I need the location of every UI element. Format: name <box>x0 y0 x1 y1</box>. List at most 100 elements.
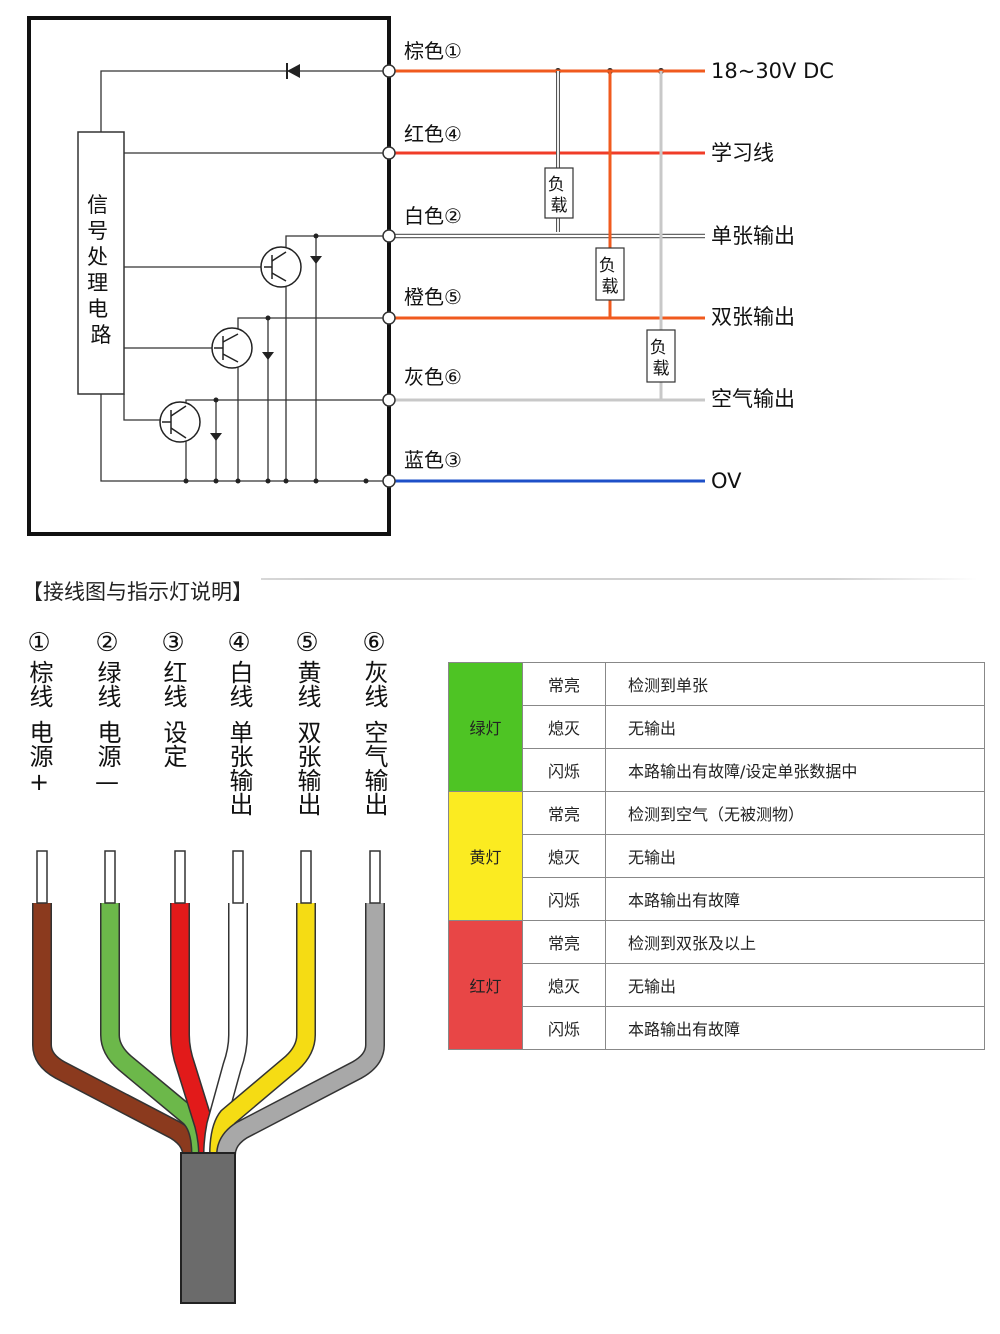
table-row: 熄灭 无输出 <box>449 834 985 878</box>
table-row: 绿灯 常亮 检测到单张 <box>448 662 985 792</box>
wire-function: 电源+ <box>25 720 53 796</box>
load-branch-orange <box>595 71 625 318</box>
wire-tip <box>369 850 381 904</box>
diode-icon <box>310 256 322 264</box>
state-cell: 常亮 <box>522 920 606 964</box>
led-cell-yellow: 黄灯 <box>448 791 523 921</box>
wire-function: 双张输出 <box>293 720 321 816</box>
wire-tip <box>104 850 116 904</box>
function-label: 单张输出 <box>711 224 795 248</box>
load-label: 负 载 <box>599 256 621 297</box>
wire-function: 电源— <box>93 720 121 796</box>
cable-wire-gray-fill <box>217 903 384 1156</box>
section-divider <box>22 578 977 580</box>
load-char: 载 <box>551 196 568 216</box>
table-row: 熄灭 无输出 <box>449 963 985 1007</box>
indicator-table: 绿灯 常亮 检测到单张 熄灭 无输出 闪烁 本路输出有故障/设定单张数据中 黄灯… <box>448 662 985 1050</box>
wire-number: ⑤ <box>295 628 319 658</box>
state-cell: 闪烁 <box>522 1006 606 1050</box>
table-row: 闪烁 本路输出有故障 <box>449 1006 985 1050</box>
function-label: OV <box>711 469 742 493</box>
wire-name: 黄线 <box>293 660 321 708</box>
wire-name: 棕线 <box>25 660 53 708</box>
desc-cell: 检测到单张 <box>605 662 985 706</box>
desc-cell: 无输出 <box>605 963 985 1007</box>
block-char: 信 <box>87 193 108 217</box>
terminal-label: 灰色⑥ <box>404 365 462 389</box>
table-row: 红灯 常亮 检测到双张及以上 <box>448 920 985 1050</box>
table-row: 黄灯 常亮 检测到空气（无被测物） <box>448 791 985 921</box>
wire-name: 白线 <box>225 660 253 708</box>
desc-cell: 本路输出有故障/设定单张数据中 <box>605 748 985 792</box>
load-label: 负 载 <box>650 338 672 379</box>
function-label: 双张输出 <box>711 305 795 329</box>
wire-label-1: ① 棕线 电源+ <box>21 628 57 796</box>
desc-cell: 本路输出有故障 <box>605 1006 985 1050</box>
desc-cell: 检测到空气（无被测物） <box>605 791 985 835</box>
wire-number: ② <box>95 628 119 658</box>
desc-cell: 无输出 <box>605 834 985 878</box>
transistor-icon <box>260 246 302 288</box>
wire-function: 单张输出 <box>225 720 253 816</box>
load-label: 负 载 <box>548 175 570 216</box>
load-char: 载 <box>602 277 619 297</box>
transistor-icon <box>159 401 201 443</box>
state-cell: 闪烁 <box>522 748 606 792</box>
section-title: 【接线图与指示灯说明】 <box>22 576 261 606</box>
internal-wiring <box>100 70 389 482</box>
function-label: 空气输出 <box>711 387 795 411</box>
desc-cell: 本路输出有故障 <box>605 877 985 921</box>
cable-jacket <box>180 1152 236 1304</box>
desc-cell: 检测到双张及以上 <box>605 920 985 964</box>
wire-number: ⑥ <box>362 628 386 658</box>
cable-wire-brown-fill <box>33 903 201 1156</box>
load-branch-white <box>544 71 574 232</box>
sensor-housing <box>27 16 391 536</box>
wire-tip <box>232 850 244 904</box>
wire-function: 设定 <box>159 720 187 768</box>
wire-number: ③ <box>161 628 185 658</box>
wire-name: 绿线 <box>93 660 121 708</box>
load-char: 负 <box>599 256 616 276</box>
wire-label-3: ③ 红线 设定 <box>155 628 191 768</box>
led-cell-green: 绿灯 <box>448 662 523 792</box>
wire-number: ① <box>27 628 51 658</box>
block-char: 电 <box>87 297 108 321</box>
function-label: 18~30V DC <box>711 59 834 83</box>
cable-illustration <box>32 850 385 1304</box>
diode-icon <box>262 352 274 360</box>
terminal-circles <box>382 64 396 488</box>
load-char: 载 <box>653 359 670 379</box>
block-char: 理 <box>87 271 108 295</box>
led-cell-red: 红灯 <box>448 920 523 1050</box>
wire-function: 空气输出 <box>360 720 388 816</box>
block-char: 路 <box>91 323 112 347</box>
wire-name: 灰线 <box>360 660 388 708</box>
table-row: 闪烁 本路输出有故障 <box>449 877 985 921</box>
diode-icon <box>287 64 300 78</box>
state-cell: 常亮 <box>522 662 606 706</box>
state-cell: 熄灭 <box>522 834 606 878</box>
wire-label-2: ② 绿线 电源— <box>89 628 125 796</box>
wire-label-6: ⑥ 灰线 空气输出 <box>356 628 392 816</box>
desc-cell: 无输出 <box>605 705 985 749</box>
circuit-diagram: 信 号 处 理 电 路 <box>27 16 834 536</box>
wire-number: ④ <box>227 628 251 658</box>
terminal-label: 棕色① <box>404 39 462 63</box>
load-char: 负 <box>650 338 667 358</box>
load-char: 负 <box>548 175 565 195</box>
transistor-icon <box>211 327 253 369</box>
terminal-label: 橙色⑤ <box>404 285 462 309</box>
diode-icon <box>210 433 222 441</box>
terminal-label: 红色④ <box>404 122 462 146</box>
wire-label-4: ④ 白线 单张输出 <box>221 628 257 816</box>
wire-tip <box>300 850 312 904</box>
wire-tip <box>36 850 48 904</box>
state-cell: 熄灭 <box>522 705 606 749</box>
wire-tip <box>174 850 186 904</box>
state-cell: 熄灭 <box>522 963 606 1007</box>
wire-label-5: ⑤ 黄线 双张输出 <box>289 628 325 816</box>
table-row: 闪烁 本路输出有故障/设定单张数据中 <box>449 748 985 792</box>
table-row: 熄灭 无输出 <box>449 705 985 749</box>
state-cell: 闪烁 <box>522 877 606 921</box>
